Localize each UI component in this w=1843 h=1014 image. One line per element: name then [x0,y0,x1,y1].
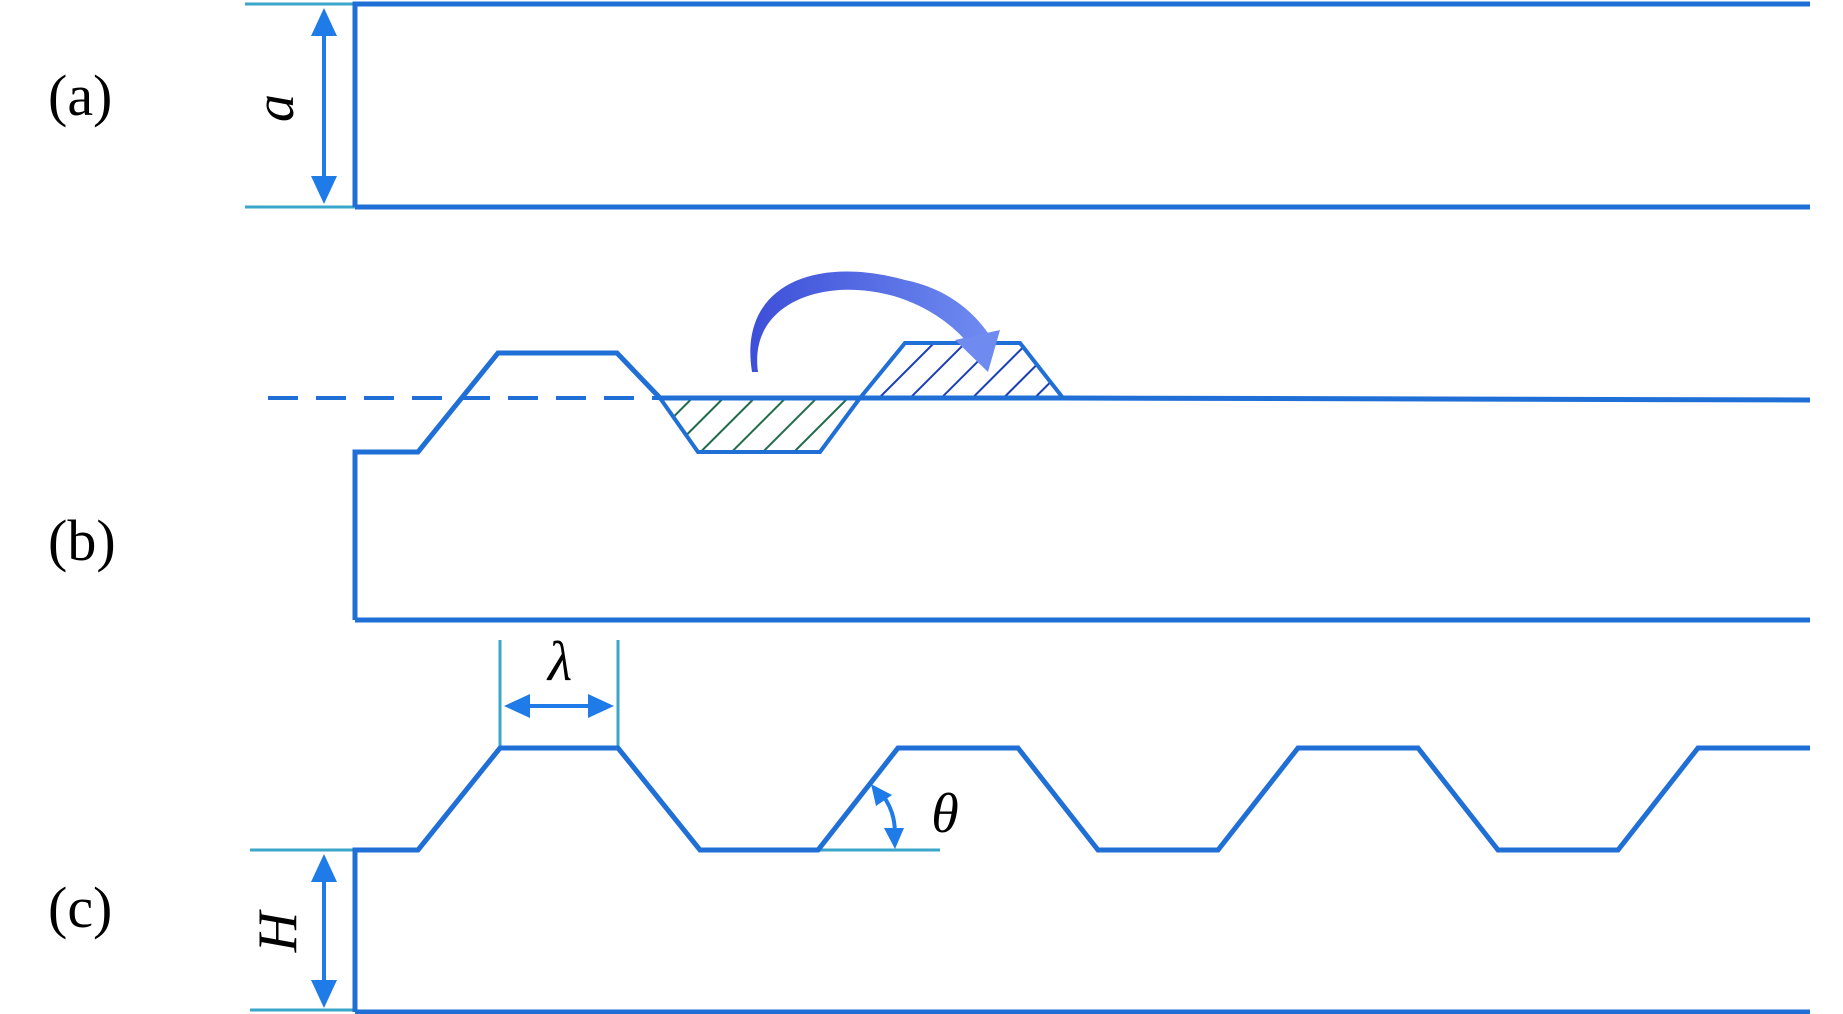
panel-c-label: (c) [48,875,112,940]
pitch-symbol: λ [546,631,572,693]
angle-dimension [871,784,904,849]
panel-b: (b) [48,271,1811,623]
height-dimension [311,854,337,1008]
flat-plate-a [352,1,1810,210]
panel-b-label: (b) [48,508,116,573]
removed-material-region [656,396,864,454]
panel-c: (c) λ θ H [48,631,1810,1014]
panel-a-label: (a) [48,63,112,128]
corrugated-profile-c [352,745,1810,1012]
pitch-dimension [504,694,614,718]
thickness-dimension-a [311,8,337,204]
thickness-symbol-a: a [244,94,306,122]
forming-profile-b [352,350,1811,620]
added-material-region [855,341,1068,400]
height-symbol: H [247,909,309,953]
panel-a: (a) a [48,1,1810,210]
angle-symbol: θ [931,783,959,845]
material-transfer-arrow [750,271,1000,372]
